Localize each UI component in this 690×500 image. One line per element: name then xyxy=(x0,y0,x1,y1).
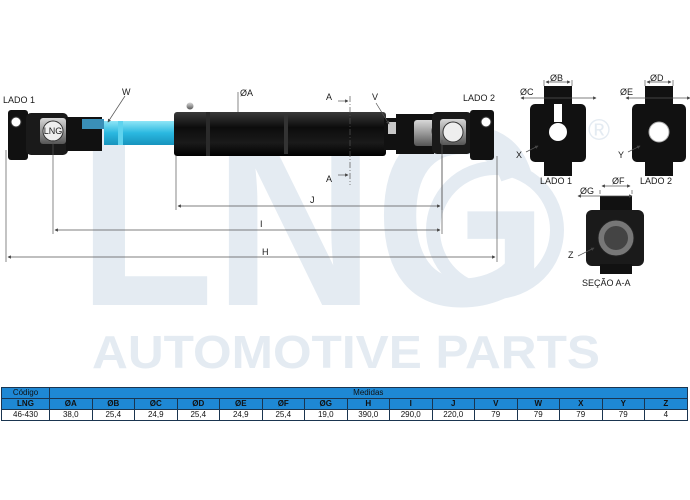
value-cell: 25,4 xyxy=(91,409,135,421)
value-cell: 25,4 xyxy=(176,409,220,421)
col-header: ØB xyxy=(91,398,135,410)
value-cell: 79 xyxy=(559,409,603,421)
col-header: I xyxy=(389,398,433,410)
dim-f-label: ØF xyxy=(612,176,625,186)
dim-h-label: H xyxy=(262,247,269,257)
col-header: X xyxy=(559,398,603,410)
col-header: Z xyxy=(644,398,688,410)
driveshaft: LNG LNG xyxy=(8,102,494,160)
dim-c-label: ØC xyxy=(520,87,534,97)
dim-g-label: ØG xyxy=(580,186,594,196)
col-header: ØC xyxy=(134,398,178,410)
table-row: 46-430 38,0 25,4 24,9 25,4 24,9 25,4 19,… xyxy=(1,409,688,421)
value-cell: 220,0 xyxy=(431,409,475,421)
lado1-label: LADO 1 xyxy=(3,95,35,105)
value-cell: 79 xyxy=(516,409,560,421)
col-header: ØE xyxy=(219,398,263,410)
col-header: W xyxy=(516,398,560,410)
dim-v-label: V xyxy=(372,92,378,102)
dim-i-label: I xyxy=(260,219,263,229)
value-cell: 24,9 xyxy=(219,409,263,421)
lado2-label: LADO 2 xyxy=(463,93,495,103)
view-lado2-label: LADO 2 xyxy=(640,176,672,186)
col-header: ØA xyxy=(49,398,93,410)
codigo-header: Código xyxy=(1,387,50,399)
watermark-tagline: AUTOMOTIVE PARTS xyxy=(92,326,600,378)
dim-a-label: ØA xyxy=(240,88,253,98)
value-cell: 25,4 xyxy=(261,409,305,421)
medidas-header: Medidas xyxy=(49,387,688,399)
dim-j-label: J xyxy=(310,195,315,205)
dim-w-label: W xyxy=(122,87,131,97)
value-cell: 390,0 xyxy=(346,409,390,421)
col-header: H xyxy=(346,398,390,410)
grease-fitting xyxy=(186,102,194,110)
col-header: Y xyxy=(601,398,645,410)
slip-joint xyxy=(104,121,174,145)
value-cell: 290,0 xyxy=(389,409,433,421)
dim-x-label: X xyxy=(516,150,522,160)
yoke-logo-left: LNG xyxy=(44,126,63,136)
right-yoke: LNG xyxy=(396,110,494,160)
value-cell: 79 xyxy=(474,409,518,421)
view-section-label: SEÇÃO A-A xyxy=(582,278,631,288)
dimension-lines: H I J ØA A A V W xyxy=(5,87,498,262)
col-header: ØG xyxy=(304,398,348,410)
part-code: 46-430 xyxy=(1,409,50,421)
value-cell: 19,0 xyxy=(304,409,348,421)
brand-header: LNG xyxy=(1,398,50,410)
main-tube xyxy=(174,112,386,156)
watermark-registered: ® xyxy=(588,114,610,147)
section-mark-bottom: A xyxy=(326,174,332,184)
value-cell: 24,9 xyxy=(134,409,178,421)
col-header: J xyxy=(431,398,475,410)
left-yoke: LNG xyxy=(8,110,104,160)
col-header: ØF xyxy=(261,398,305,410)
section-mark-top: A xyxy=(326,92,332,102)
dim-b-label: ØB xyxy=(550,73,563,83)
dim-d-label: ØD xyxy=(650,73,664,83)
driveshaft-drawing: LNG ® AUTOMOTIVE PARTS LNG xyxy=(3,71,690,378)
end-view-lado2: ØD ØE Y LADO 2 xyxy=(618,73,690,186)
col-header: ØD xyxy=(176,398,220,410)
spec-table: Código Medidas LNG ØA ØB ØC ØD ØE ØF ØG … xyxy=(1,387,688,421)
value-cell: 38,0 xyxy=(49,409,93,421)
view-lado1-label: LADO 1 xyxy=(540,176,572,186)
value-cell: 79 xyxy=(601,409,645,421)
end-view-lado1: ØB ØC X LADO 1 xyxy=(516,73,597,186)
dim-z-label: Z xyxy=(568,250,574,260)
dim-e-label: ØE xyxy=(620,87,633,97)
dim-y-label: Y xyxy=(618,150,624,160)
section-view: ØF ØG Z SEÇÃO A-A xyxy=(568,176,644,288)
value-cell: 4 xyxy=(644,409,688,421)
col-header: V xyxy=(474,398,518,410)
